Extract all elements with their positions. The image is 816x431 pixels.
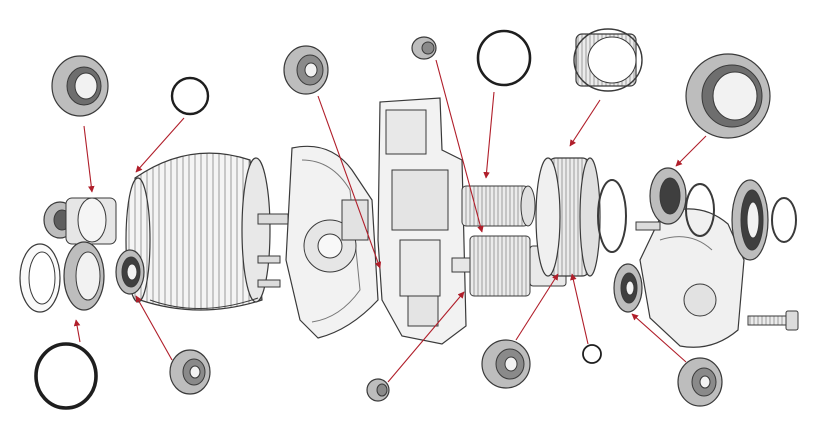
leader-line [483, 91, 495, 179]
gear-carrier-plate [377, 97, 467, 345]
bearing-top-center [283, 45, 329, 95]
bearing-bottom-center [481, 339, 531, 389]
motor-stator [125, 152, 271, 311]
leader-line [135, 117, 185, 173]
leader-line [515, 273, 559, 341]
leader-line [135, 295, 173, 361]
leader-line [73, 319, 81, 343]
bearing-small-bottom [366, 378, 390, 402]
bearing-bottom-right [677, 357, 723, 407]
bearing-left-stack [43, 197, 117, 245]
o-ring-bottom-left [34, 342, 98, 410]
leader-line [570, 273, 589, 345]
leader-line [631, 313, 687, 363]
bearing-top-right [685, 53, 771, 139]
hex-bolt [747, 310, 799, 331]
bearing-right-cluster [613, 167, 769, 313]
bearing-bottom-left [169, 349, 211, 395]
callout-leaders [73, 59, 707, 383]
o-ring-top-center [476, 29, 532, 87]
bearing-top-left [51, 55, 109, 117]
leader-line [317, 95, 382, 269]
needle-bearing [573, 28, 643, 92]
leader-line [569, 99, 601, 147]
bearing-left-lower [63, 241, 105, 311]
motor-shaft [257, 213, 289, 288]
leader-line [83, 125, 95, 193]
motor-housing-plate [285, 145, 379, 339]
o-ring-small-bottom [582, 344, 602, 364]
o-ring-top-left [170, 76, 210, 116]
snap-ring-right [597, 179, 797, 253]
right-housing-cover [635, 208, 745, 348]
output-gear [535, 157, 601, 277]
bearing-small-top [411, 36, 437, 60]
snap-ring-left [19, 243, 61, 313]
leader-line [387, 291, 465, 383]
bearing-motor-end [115, 249, 145, 295]
leader-line [435, 59, 484, 233]
leader-line [675, 135, 707, 167]
